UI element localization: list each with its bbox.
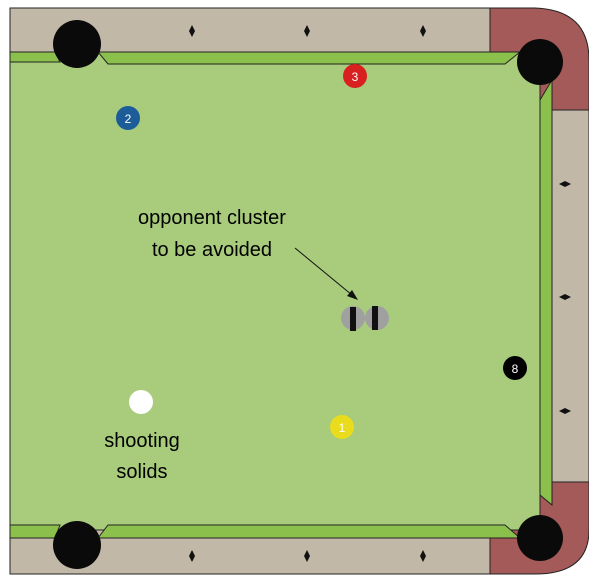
- top-cushion-left: [10, 52, 60, 62]
- right-cushion: [540, 80, 552, 505]
- pocket-bottom-right: [517, 515, 563, 561]
- felt: [10, 52, 540, 530]
- ball-3-label: 3: [352, 70, 359, 84]
- cluster-label-line2: to be avoided: [152, 239, 272, 261]
- cue-ball: [129, 390, 153, 414]
- bottom-cushion-left: [10, 525, 60, 538]
- ball-8: 8: [503, 356, 527, 380]
- ball-2: 2: [116, 106, 140, 130]
- ball-8-label: 8: [512, 362, 519, 376]
- pocket-bottom-left: [53, 521, 101, 569]
- ball-1: 1: [330, 415, 354, 439]
- cluster-label-line1: opponent cluster: [138, 207, 286, 229]
- ball-3: 3: [343, 64, 367, 88]
- cue-label-line1: shooting: [104, 430, 180, 452]
- ball-2-label: 2: [125, 112, 132, 126]
- bottom-cushion: [98, 525, 520, 538]
- top-cushion: [98, 52, 520, 64]
- pocket-top-left: [53, 20, 101, 68]
- ball-1-label: 1: [339, 421, 346, 435]
- cue-label-line2: solids: [116, 461, 167, 483]
- cluster-stripe-left: [350, 307, 356, 331]
- cluster-stripe-right: [372, 306, 378, 330]
- pocket-top-right: [517, 39, 563, 85]
